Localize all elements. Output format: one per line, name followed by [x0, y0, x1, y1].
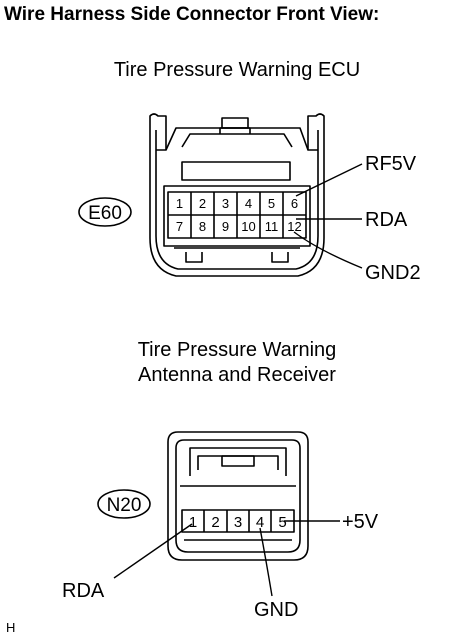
e60-signal-rf5v: RF5V	[365, 153, 417, 175]
n20-signal-gnd: GND	[254, 599, 298, 621]
e60-pin-grid	[167, 191, 307, 239]
n20-signal-5v: +5V	[342, 511, 379, 533]
n20-caption-line1: Tire Pressure Warning	[137, 339, 337, 361]
e60-pin-8: 8	[199, 219, 206, 234]
n20-signal-rda: RDA	[62, 580, 105, 602]
e60-signal-gnd2: GND2	[365, 262, 421, 284]
n20-pin-labels: 1 2 3 4 5	[189, 514, 287, 531]
page-title: Wire Harness Side Connector Front View:	[4, 4, 380, 25]
e60-connector-body	[149, 113, 325, 277]
n20-leader-lines	[113, 520, 340, 597]
n20-id-label: N20	[107, 495, 142, 516]
e60-caption-text: Tire Pressure Warning ECU	[113, 59, 361, 81]
e60-id-badge	[78, 197, 132, 227]
e60-pin-7: 7	[176, 219, 183, 234]
e60-pin-9: 9	[222, 219, 229, 234]
e60-pin-11: 11	[265, 219, 279, 234]
e60-pin-12: 12	[287, 219, 301, 234]
e60-pin-3: 3	[222, 196, 229, 211]
e60-pin-4: 4	[245, 196, 252, 211]
n20-caption-line2: Antenna and Receiver	[138, 364, 336, 386]
e60-leader-lines	[293, 163, 363, 269]
e60-caption: Tire Pressure Warning ECU	[0, 58, 474, 83]
n20-pin-4: 4	[256, 514, 264, 531]
e60-pin-1: 1	[176, 196, 183, 211]
e60-pin-5: 5	[268, 196, 275, 211]
e60-signal-rda: RDA	[365, 209, 408, 231]
n20-caption: Tire Pressure Warning Antenna and Receiv…	[0, 338, 474, 388]
n20-id-badge	[97, 489, 151, 519]
n20-pin-5: 5	[278, 514, 286, 531]
e60-pin-10: 10	[241, 219, 255, 234]
n20-pin-3: 3	[234, 514, 242, 531]
e60-pin-6: 6	[291, 196, 298, 211]
e60-id-label: E60	[88, 203, 122, 224]
n20-connector-body	[167, 431, 309, 561]
e60-pin-2: 2	[199, 196, 206, 211]
e60-pin-labels: 1 2 3 4 5 6 7 8 9 10 11 12	[176, 196, 302, 234]
n20-pin-1: 1	[189, 514, 197, 531]
n20-pin-2: 2	[211, 514, 219, 531]
footer-code: H	[6, 620, 16, 635]
